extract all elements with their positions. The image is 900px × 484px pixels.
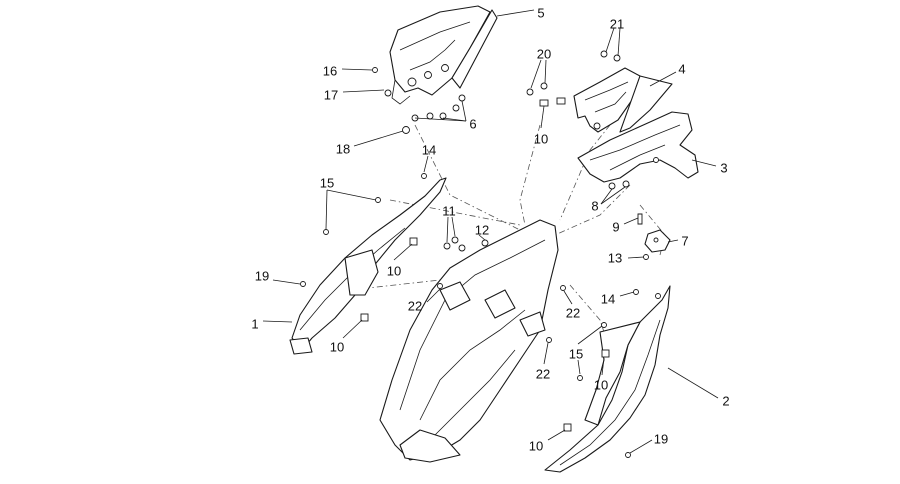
part-2-right-side-panel	[544, 285, 671, 473]
callout-c2: 2	[722, 393, 729, 408]
leader-lines	[262, 9, 719, 454]
callout-c21: 21	[610, 16, 624, 31]
callout-c14a: 14	[422, 142, 436, 157]
part-4-rear-tray	[573, 50, 673, 133]
callout-c12: 12	[475, 222, 489, 237]
callout-c20: 20	[537, 46, 551, 61]
fasteners-20	[526, 82, 566, 107]
callout-c8: 8	[591, 198, 598, 213]
callout-c10c: 10	[330, 339, 344, 354]
callout-c10a: 10	[534, 131, 548, 146]
part-5-seat-cowl	[389, 5, 498, 105]
callout-c16: 16	[323, 63, 337, 78]
callout-c3: 3	[720, 160, 727, 175]
callout-c10b: 10	[387, 263, 401, 278]
callout-c15b: 15	[569, 346, 583, 361]
callout-c15a: 15	[320, 175, 334, 190]
callout-c22a: 22	[408, 298, 422, 313]
part-1-left-side-panel	[289, 177, 447, 355]
callout-c4: 4	[678, 61, 685, 76]
callout-c6: 6	[469, 116, 476, 131]
callout-c17: 17	[324, 87, 338, 102]
callout-c22c: 22	[536, 366, 550, 381]
callout-c7: 7	[681, 233, 688, 248]
fasteners-5	[372, 67, 466, 134]
callout-c13: 13	[608, 250, 622, 265]
callout-c10d: 10	[594, 377, 608, 392]
rear-subframe	[379, 173, 566, 463]
part-7-bracket	[637, 213, 671, 260]
callout-c5: 5	[537, 5, 544, 20]
callout-c10e: 10	[529, 438, 543, 453]
callout-c19b: 19	[654, 431, 668, 446]
callout-c11: 11	[442, 203, 456, 218]
callout-c1: 1	[251, 316, 258, 331]
callout-c22b: 22	[566, 305, 580, 320]
part-3-rear-mudguard	[577, 111, 699, 190]
callout-c18: 18	[336, 141, 350, 156]
callout-c9: 9	[612, 219, 619, 234]
callout-c19a: 19	[255, 268, 269, 283]
callout-c14b: 14	[601, 291, 615, 306]
